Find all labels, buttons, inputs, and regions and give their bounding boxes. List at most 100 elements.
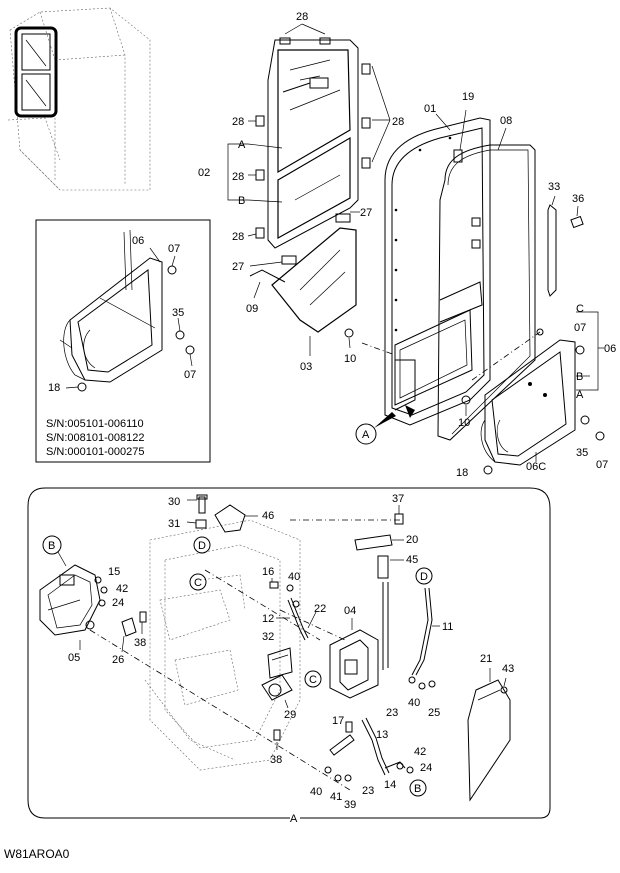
lamp-05 (39, 564, 101, 650)
bolt-16 (269, 578, 279, 589)
callout-C-bracket: C (576, 303, 584, 315)
callout-25: 25 (428, 707, 440, 719)
callout-42: 42 (116, 583, 128, 595)
inset-callout-35: 35 (172, 307, 184, 319)
callout-38-upper: 38 (134, 637, 146, 649)
callout-23-lower: 23 (362, 785, 374, 797)
serial-inset: 06 07 35 07 18 S/N:005101-006110 S/N:008… (35, 219, 211, 463)
callout-14: 14 (384, 779, 396, 791)
block-45 (377, 555, 404, 579)
bushing-26 (121, 617, 137, 653)
callout-28-right: 28 (392, 116, 404, 128)
callout-36: 36 (572, 193, 584, 205)
callout-38-lower: 38 (270, 754, 282, 766)
callout-40-lower: 40 (310, 786, 322, 798)
door-holes (394, 136, 452, 332)
svg-text:C: C (194, 577, 202, 589)
callout-24: 24 (112, 597, 124, 609)
callout-32: 32 (262, 631, 274, 643)
callout-40-mid: 40 (408, 697, 420, 709)
bracket-32 (267, 647, 293, 679)
svg-text:C: C (309, 674, 317, 686)
serial-number-1: S/N:005101-006110 (46, 418, 144, 430)
detail-A-panel: A D (27, 487, 551, 825)
callout-10-b: 10 (458, 417, 470, 429)
rod-and-bolt: 33 36 (547, 181, 584, 297)
callout-27-lower: 27 (232, 261, 244, 273)
serial-number-3: S/N:000101-000275 (46, 446, 144, 458)
washer-31 (186, 519, 207, 529)
circle-ref-A: A (355, 412, 396, 445)
svg-text:D: D (420, 571, 428, 583)
svg-text:A: A (362, 429, 370, 441)
callout-16: 16 (262, 566, 274, 578)
window-assembly: 28 28 28 28 28 02 A B (198, 11, 404, 249)
lock-bracket-assembly: C 07 06 B A 06C 35 07 18 10 (456, 303, 616, 479)
callout-A-detail: A (290, 813, 298, 825)
callout-46: 46 (262, 510, 274, 522)
lower-glass: 27 27 09 03 10 (232, 207, 372, 373)
callout-43: 43 (502, 663, 514, 675)
cab-thumbnail (7, 7, 151, 191)
callout-15: 15 (108, 566, 120, 578)
callout-04: 04 (344, 605, 356, 617)
callout-B-bracket: B (576, 371, 583, 383)
callout-28-top: 28 (296, 11, 308, 23)
circle-ref-D-top: D (193, 536, 211, 554)
callout-28-left-2: 28 (232, 171, 244, 183)
bolt-38-lower (273, 729, 281, 750)
callout-07-bracket: 07 (574, 322, 586, 334)
rod-12 (276, 597, 317, 641)
door-ghost-structure (144, 519, 301, 771)
callout-42-lower: 42 (414, 746, 426, 758)
callout-06C: 06C (526, 461, 546, 473)
link-13 (329, 717, 414, 776)
callout-01: 01 (424, 103, 436, 115)
callout-11: 11 (442, 621, 453, 633)
callout-45: 45 (406, 554, 418, 566)
callout-06: 06 (604, 343, 616, 355)
drawing-code: W81AROA0 (4, 847, 70, 861)
circle-ref-B-bottom: B (409, 779, 427, 797)
inset-callout-06: 06 (132, 235, 144, 247)
callout-24-lower: 24 (420, 762, 432, 774)
highlighted-door (14, 26, 58, 118)
callout-08: 08 (500, 115, 512, 127)
latch-29 (261, 674, 293, 709)
callout-02: 02 (198, 167, 210, 179)
window-clips (255, 37, 371, 239)
lock-04 (329, 618, 379, 699)
inset-callout-07a: 07 (168, 243, 180, 255)
plate-21 (467, 668, 511, 802)
circle-ref-D-right: D (415, 567, 433, 585)
callout-28-left-1: 28 (232, 116, 244, 128)
callout-41: 41 (330, 791, 342, 803)
serial-number-2: S/N:008101-008122 (46, 432, 144, 444)
inset-callout-18: 18 (48, 382, 60, 394)
callout-28-left-3: 28 (232, 231, 244, 243)
circle-ref-B-left: B (42, 535, 67, 567)
callout-09: 09 (246, 303, 258, 315)
callout-10-a: 10 (344, 353, 356, 365)
callout-35: 35 (576, 447, 588, 459)
svg-text:D: D (198, 540, 206, 552)
callout-22: 22 (314, 603, 326, 615)
callout-07-bottom: 07 (596, 459, 608, 471)
circle-ref-C-mid: C (304, 670, 322, 688)
callout-30: 30 (168, 496, 180, 508)
rod-11 (382, 582, 440, 676)
svg-text:B: B (48, 540, 55, 552)
callout-23-upper: 23 (386, 707, 398, 719)
callout-26: 26 (112, 654, 124, 666)
handle-20 (354, 505, 404, 551)
callout-39: 39 (344, 799, 356, 811)
callout-21: 21 (480, 653, 492, 665)
callout-12: 12 (262, 613, 274, 625)
callout-05: 05 (68, 652, 80, 664)
callout-20: 20 (406, 534, 418, 546)
callout-27-upper: 27 (360, 207, 372, 219)
svg-text:B: B (414, 783, 421, 795)
callout-40-upper: 40 (288, 571, 300, 583)
callout-B-window: B (238, 195, 245, 207)
